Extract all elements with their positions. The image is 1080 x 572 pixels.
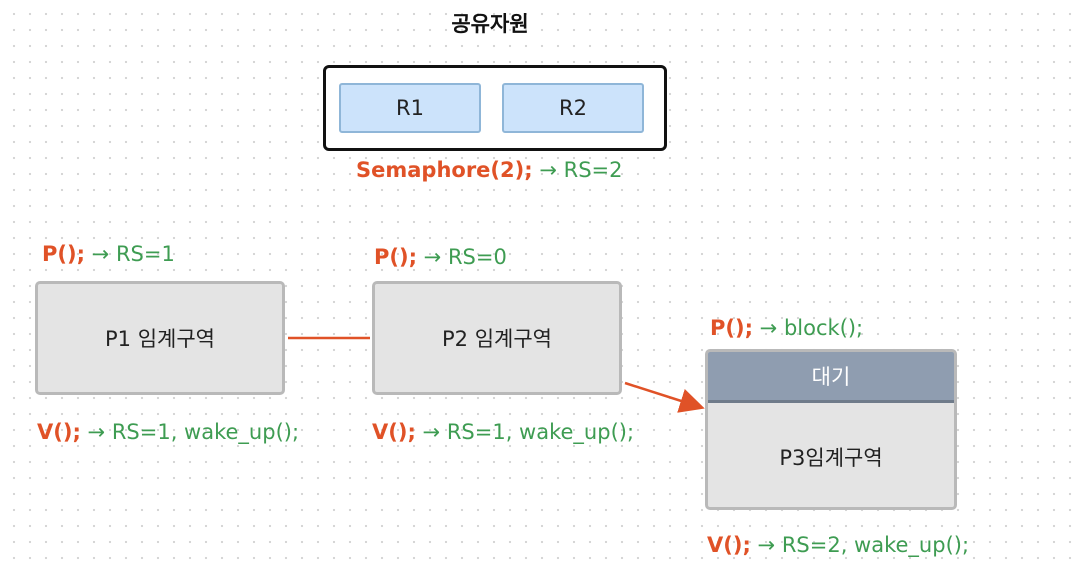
p1-p-call: P(); — [42, 242, 85, 266]
p2-p-result: → RS=0 — [423, 245, 507, 269]
p2-v-label: V(); → RS=1, wake_up(); — [372, 420, 634, 444]
p2-p3-arrow — [624, 381, 705, 413]
semaphore-call: Semaphore(2); — [356, 158, 533, 182]
p3-critical-section: 대기 P3임계구역 — [705, 349, 957, 510]
semaphore-label: Semaphore(2); → RS=2 — [356, 158, 622, 182]
p3-v-call: V(); — [707, 533, 751, 557]
p2-critical-section: P2 임계구역 — [372, 281, 622, 395]
p2-p-label: P(); → RS=0 — [374, 245, 507, 269]
p2-v-call: V(); — [372, 420, 416, 444]
p2-v-result: → RS=1, wake_up(); — [422, 420, 635, 444]
p3-p-call: P(); — [710, 316, 753, 340]
p2-p-call: P(); — [374, 245, 417, 269]
p1-v-call: V(); — [37, 420, 81, 444]
p3-v-result: → RS=2, wake_up(); — [757, 533, 970, 557]
semaphore-result: → RS=2 — [539, 158, 623, 182]
p1-critical-section: P1 임계구역 — [35, 281, 285, 395]
p1-v-result: → RS=1, wake_up(); — [87, 420, 300, 444]
p1-p-label: P(); → RS=1 — [42, 242, 175, 266]
resource-r2: R2 — [502, 83, 644, 133]
diagram-title: 공유자원 — [451, 12, 529, 36]
p3-p-label: P(); → block(); — [710, 316, 863, 340]
p1-p-result: → RS=1 — [91, 242, 175, 266]
p1-v-label: V(); → RS=1, wake_up(); — [37, 420, 299, 444]
resource-r1: R1 — [339, 83, 481, 133]
p3-v-label: V(); → RS=2, wake_up(); — [707, 533, 969, 557]
p3-wait-header: 대기 — [708, 352, 954, 403]
p3-p-result: → block(); — [759, 316, 864, 340]
p3-label: P3임계구역 — [779, 445, 883, 470]
